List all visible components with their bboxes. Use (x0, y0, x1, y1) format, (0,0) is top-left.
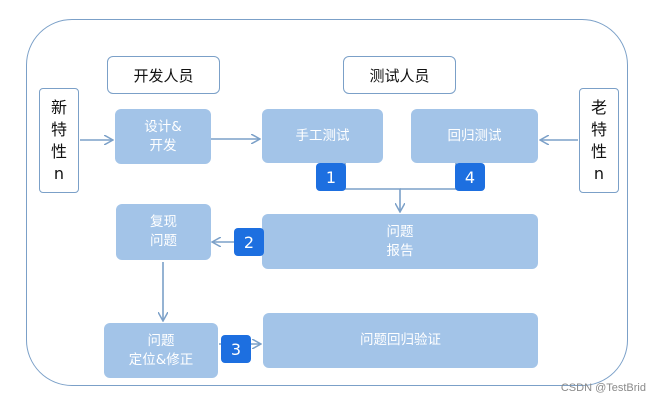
outer-frame (26, 19, 628, 386)
arrow-regression-to-report (400, 163, 457, 190)
dev-header: 开发人员 (107, 56, 220, 94)
new-feature-char: 特 (50, 119, 67, 139)
new-feature-char: 性 (50, 141, 67, 161)
step-badge-3: 3 (221, 335, 251, 363)
step-badge-4: 4 (455, 163, 485, 191)
new-feature-char: n (53, 163, 65, 183)
regression-verify-node: 问题回归验证 (263, 313, 538, 368)
node-line: 手工测试 (295, 127, 350, 144)
node-line: 问题回归验证 (360, 332, 441, 348)
bug-report-node: 问题 报告 (262, 214, 538, 269)
step-badge-2: 2 (234, 228, 264, 256)
old-feature-char: 性 (590, 141, 607, 161)
new-feature-char: 新 (50, 97, 67, 117)
old-feature-char: 老 (590, 97, 607, 117)
node-line: 问题 (150, 233, 177, 249)
node-line: 问题 (386, 223, 414, 240)
regression-test-node: 回归测试 (411, 109, 538, 163)
step-badge-1: 1 (316, 163, 346, 191)
node-line: 回归测试 (447, 127, 502, 144)
node-line: 设计& (144, 118, 182, 135)
design-dev-node: 设计& 开发 (115, 109, 211, 164)
locate-fix-node: 问题 定位&修正 (104, 323, 218, 378)
manual-test-node: 手工测试 (262, 109, 383, 163)
node-line: 复现 (150, 214, 177, 230)
arrow-manual-to-report (344, 163, 400, 211)
node-line: 定位&修正 (128, 351, 194, 368)
node-line: 开发 (149, 137, 177, 154)
old-feature-char: n (593, 163, 605, 183)
old-feature-char: 特 (590, 119, 607, 139)
watermark: CSDN @TestBrid (560, 382, 646, 394)
test-header: 测试人员 (343, 56, 456, 94)
old-feature-box: 老 特 性 n (579, 88, 619, 193)
node-line: 问题 (147, 332, 175, 349)
new-feature-box: 新 特 性 n (39, 88, 79, 193)
node-line: 报告 (386, 242, 414, 259)
reproduce-node: 复现 问题 (116, 204, 211, 260)
